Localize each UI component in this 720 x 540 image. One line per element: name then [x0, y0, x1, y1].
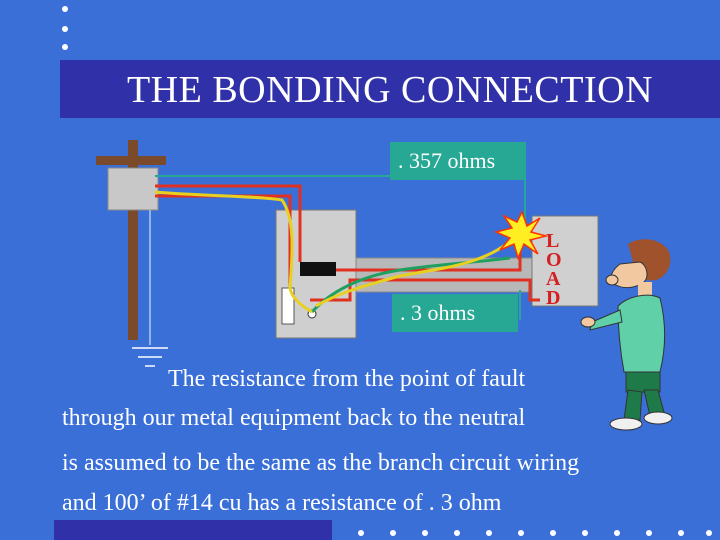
ground-wire: [154, 190, 313, 314]
body-text-line: and 100’ of #14 cu has a resistance of .…: [62, 490, 502, 516]
load-box: [531, 215, 599, 307]
bottom-bar: [54, 520, 332, 540]
bullet-dot: [518, 530, 524, 536]
top-resistance-label: . 357 ohms: [390, 142, 526, 180]
bullet-dot: [62, 44, 68, 50]
load-letter: D: [546, 287, 561, 309]
hot-wire: [155, 184, 302, 262]
load-letter: O: [546, 249, 562, 271]
bullet-dot: [422, 530, 428, 536]
bullet-dot: [646, 530, 652, 536]
neutral-bar: [281, 287, 295, 325]
breaker: [300, 262, 336, 276]
bullet-dot: [486, 530, 492, 536]
load-letter: L: [546, 230, 560, 252]
bullet-dot: [390, 530, 396, 536]
fault-spark-icon: [493, 210, 549, 261]
title-bar: THE BONDING CONNECTION: [60, 60, 720, 118]
bottom-resistance-label: . 3 ohms: [392, 294, 518, 332]
body-text-line: through our metal equipment back to the …: [62, 405, 526, 431]
load-letter: A: [546, 268, 561, 290]
hot-wire: [155, 194, 292, 288]
bullet-dot: [678, 530, 684, 536]
bullet-dot: [706, 530, 712, 536]
bullet-dot: [614, 530, 620, 536]
bullet-dot: [550, 530, 556, 536]
body-text-line: is assumed to be the same as the branch …: [62, 450, 580, 476]
neutral-wire: [310, 256, 511, 314]
bullet-dot: [62, 6, 68, 12]
bullet-dot: [454, 530, 460, 536]
slide-title: THE BONDING CONNECTION: [126, 69, 654, 111]
body-text-line: The resistance from the point of fault: [168, 366, 526, 392]
hot-wire: [310, 278, 540, 302]
conduit: [355, 257, 533, 293]
pointing-man-icon: [580, 239, 673, 431]
utility-pole: [128, 140, 138, 340]
bullet-dot: [358, 530, 364, 536]
bullet-dot: [62, 26, 68, 32]
pole-crossarm: [96, 156, 166, 165]
transformer: [107, 167, 159, 211]
bullet-dot: [582, 530, 588, 536]
ground-wire: [315, 238, 513, 308]
